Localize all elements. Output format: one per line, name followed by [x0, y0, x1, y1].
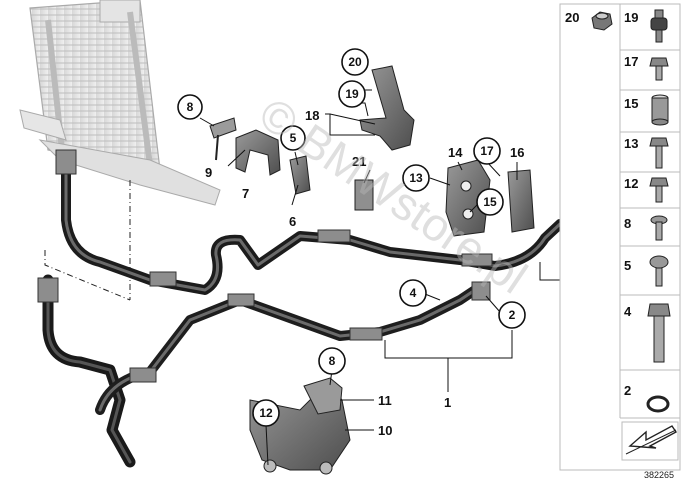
bracket-part-18 — [359, 65, 415, 151]
callout-label: 13 — [409, 171, 423, 185]
callout-12: 12 — [252, 399, 280, 427]
screw-12-icon — [649, 177, 669, 203]
callout-label: 20 — [348, 55, 362, 69]
callout-label: 5 — [290, 131, 297, 145]
nut-icon — [591, 11, 613, 31]
legend-id-20: 20 — [565, 10, 579, 25]
callout-8-bottom: 8 — [318, 347, 346, 375]
bolt-4-icon — [647, 303, 671, 363]
callout-label: 4 — [410, 286, 417, 300]
bolt-13-icon — [649, 137, 669, 169]
callout-19: 19 — [338, 80, 366, 108]
label-14: 14 — [448, 145, 463, 160]
clip-part-6 — [289, 155, 311, 195]
callout-label: 19 — [345, 87, 359, 101]
label-9: 9 — [205, 165, 212, 180]
callout-4: 4 — [399, 279, 427, 307]
plate-part-21 — [354, 179, 374, 211]
screw-8-icon — [650, 215, 668, 241]
label-10: 10 — [378, 423, 392, 438]
legend-id-17: 17 — [624, 54, 638, 69]
label-6: 6 — [289, 214, 296, 229]
parts-legend: 20 19 17 15 13 12 — [559, 3, 681, 471]
legend-id-12: 12 — [624, 176, 638, 191]
reference-lines — [44, 180, 131, 301]
oil-cooler-lines — [37, 149, 584, 468]
legend-id-13: 13 — [624, 136, 638, 151]
clamp-part-11 — [303, 377, 343, 415]
label-18: 18 — [305, 108, 319, 123]
legend-id-2: 2 — [624, 383, 631, 398]
legend-id-8: 8 — [624, 216, 631, 231]
callout-2-middle: 2 — [498, 301, 526, 329]
legend-id-4: 4 — [624, 304, 632, 319]
callout-label: 17 — [480, 144, 494, 158]
callout-label: 15 — [483, 195, 497, 209]
callout-15: 15 — [476, 188, 504, 216]
leader-lines — [199, 89, 603, 466]
callout-label: 8 — [187, 100, 194, 114]
clamp-part-7 — [235, 129, 281, 176]
callout-20: 20 — [341, 48, 369, 76]
callout-8-top: 8 — [177, 94, 203, 120]
label-7: 7 — [242, 186, 249, 201]
figure-id: 382265 — [644, 470, 674, 480]
label-21: 21 — [352, 154, 366, 169]
o-ring-icon — [646, 395, 670, 413]
bracket-part-16 — [507, 169, 535, 233]
callout-17: 17 — [473, 137, 501, 165]
legend-id-19: 19 — [624, 10, 638, 25]
orientation-arrow-icon — [621, 421, 679, 461]
sleeve-icon — [651, 94, 669, 126]
radiator — [19, 0, 221, 206]
legend-id-15: 15 — [624, 96, 638, 111]
callout-label: 2 — [509, 308, 516, 322]
callout-label: 8 — [329, 354, 336, 368]
screw-5-icon — [649, 255, 669, 287]
clip-part-9 — [209, 117, 237, 161]
legend-id-5: 5 — [624, 258, 631, 273]
block-part-14 — [445, 159, 491, 237]
label-1: 1 — [444, 395, 451, 410]
callout-label: 12 — [259, 406, 273, 420]
callout-5: 5 — [280, 125, 306, 151]
label-11: 11 — [378, 393, 392, 408]
screw-17-icon — [649, 57, 669, 81]
callout-13: 13 — [402, 164, 430, 192]
label-16: 16 — [510, 145, 524, 160]
rubber-mount-icon — [650, 9, 668, 43]
